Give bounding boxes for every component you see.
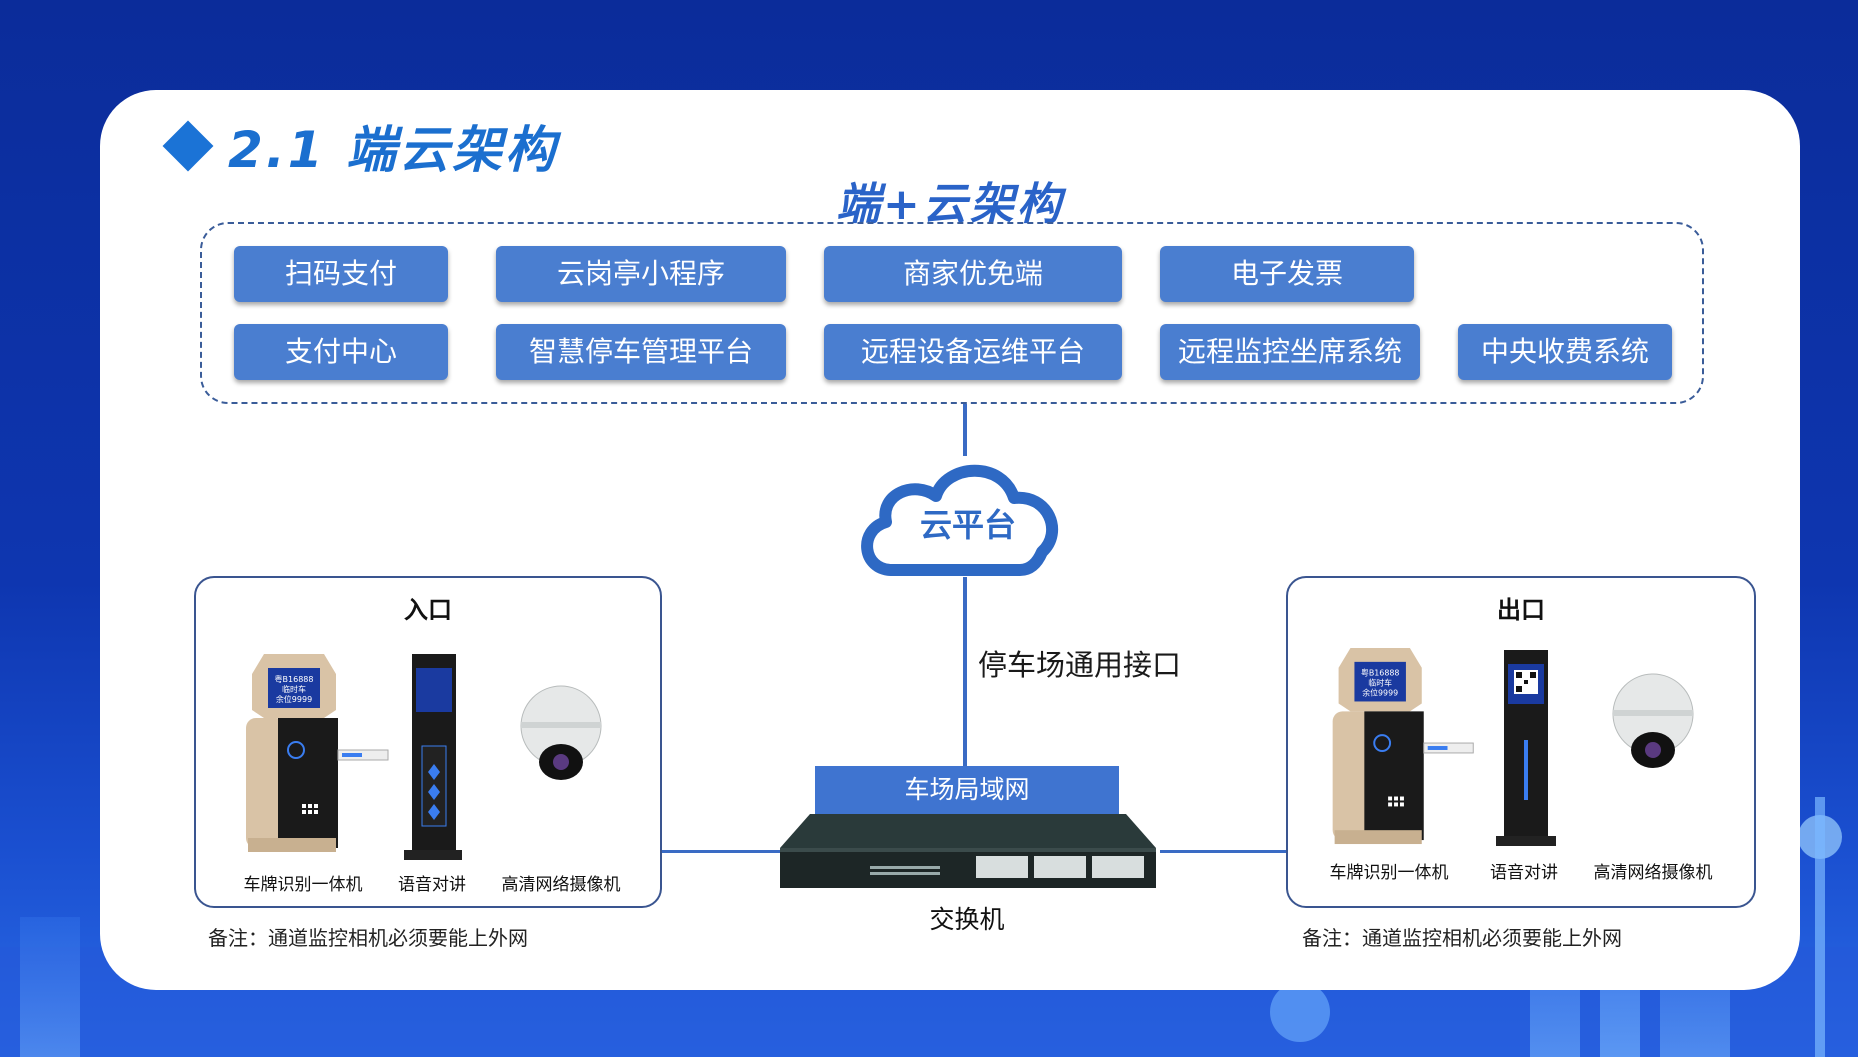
kiosk-screen-plate: 粤B16888 [275, 674, 314, 684]
intercom-pillar-icon [1496, 650, 1556, 846]
module-device-ops: 远程设备运维平台 [824, 324, 1122, 380]
kiosk-screen-type: 临时车 [282, 684, 306, 694]
connector-cloud-lan [963, 577, 967, 767]
interface-label: 停车场通用接口 [978, 648, 1182, 682]
connector-modules-cloud [963, 404, 967, 456]
dome-camera-icon [1612, 673, 1694, 768]
intercom-pillar-icon [404, 654, 462, 860]
entrance-device-label-plate: 车牌识别一体机 [243, 875, 363, 895]
exit-device-label-plate: 车牌识别一体机 [1329, 863, 1449, 883]
kiosk-screen-type: 临时车 [1368, 678, 1392, 688]
module-scan-pay: 扫码支付 [234, 246, 448, 302]
plate-recognition-kiosk-icon: 粤B16888 临时车 余位9999 [1332, 648, 1474, 845]
switch-label: 交换机 [929, 905, 1005, 934]
section-title: 2.1 端云架构 [160, 110, 558, 182]
network-switch-icon [780, 814, 1156, 888]
kiosk-screen-spaces: 余位9999 [276, 694, 312, 704]
kiosk-screen-spaces: 余位9999 [1362, 688, 1398, 698]
entrance-panel: 入口 粤B16888 临时车 余位9999 [194, 576, 662, 908]
cloud-icon [861, 464, 1058, 576]
connector-entrance-switch [660, 850, 880, 853]
module-mini-program: 云岗亭小程序 [496, 246, 786, 302]
connector-exit-switch [1160, 850, 1386, 853]
module-payment-center: 支付中心 [234, 324, 448, 380]
exit-note: 备注：通道监控相机必须要能上外网 [1302, 926, 1622, 950]
module-central-charging: 中央收费系统 [1458, 324, 1672, 380]
exit-panel: 出口 粤B16888 临时车 余位9999 [1286, 576, 1756, 908]
dome-camera-icon [520, 685, 602, 780]
entrance-device-label-camera: 高清网络摄像机 [501, 875, 621, 895]
section-title-text: 2.1 端云架构 [228, 121, 558, 179]
module-remote-monitor: 远程监控坐席系统 [1160, 324, 1420, 380]
diagram-title: 端+云架构 [100, 168, 1800, 232]
entrance-device-label-intercom: 语音对讲 [398, 875, 466, 895]
exit-title: 出口 [1497, 596, 1545, 624]
cloud-platform-label: 云平台 [920, 506, 1017, 544]
content-card: 2.1 端云架构 端+云架构 扫码支付 云岗亭小程序 商家优免端 电子发票 支付… [100, 90, 1800, 990]
entrance-title: 入口 [404, 596, 452, 624]
diamond-bullet-icon [162, 120, 214, 172]
module-e-invoice: 电子发票 [1160, 246, 1414, 302]
plate-recognition-kiosk-icon: 粤B16888 临时车 余位9999 [246, 654, 389, 852]
exit-device-label-intercom: 语音对讲 [1490, 863, 1558, 883]
kiosk-screen-plate: 粤B16888 [1361, 668, 1399, 678]
module-merchant: 商家优免端 [824, 246, 1122, 302]
module-parking-platform: 智慧停车管理平台 [496, 324, 786, 380]
cloud-modules-group [200, 222, 1704, 404]
diagram-title-text: 端+云架构 [836, 179, 1064, 230]
entrance-note: 备注：通道监控相机必须要能上外网 [208, 926, 528, 950]
lan-label: 车场局域网 [815, 766, 1119, 814]
exit-device-label-camera: 高清网络摄像机 [1593, 863, 1713, 883]
